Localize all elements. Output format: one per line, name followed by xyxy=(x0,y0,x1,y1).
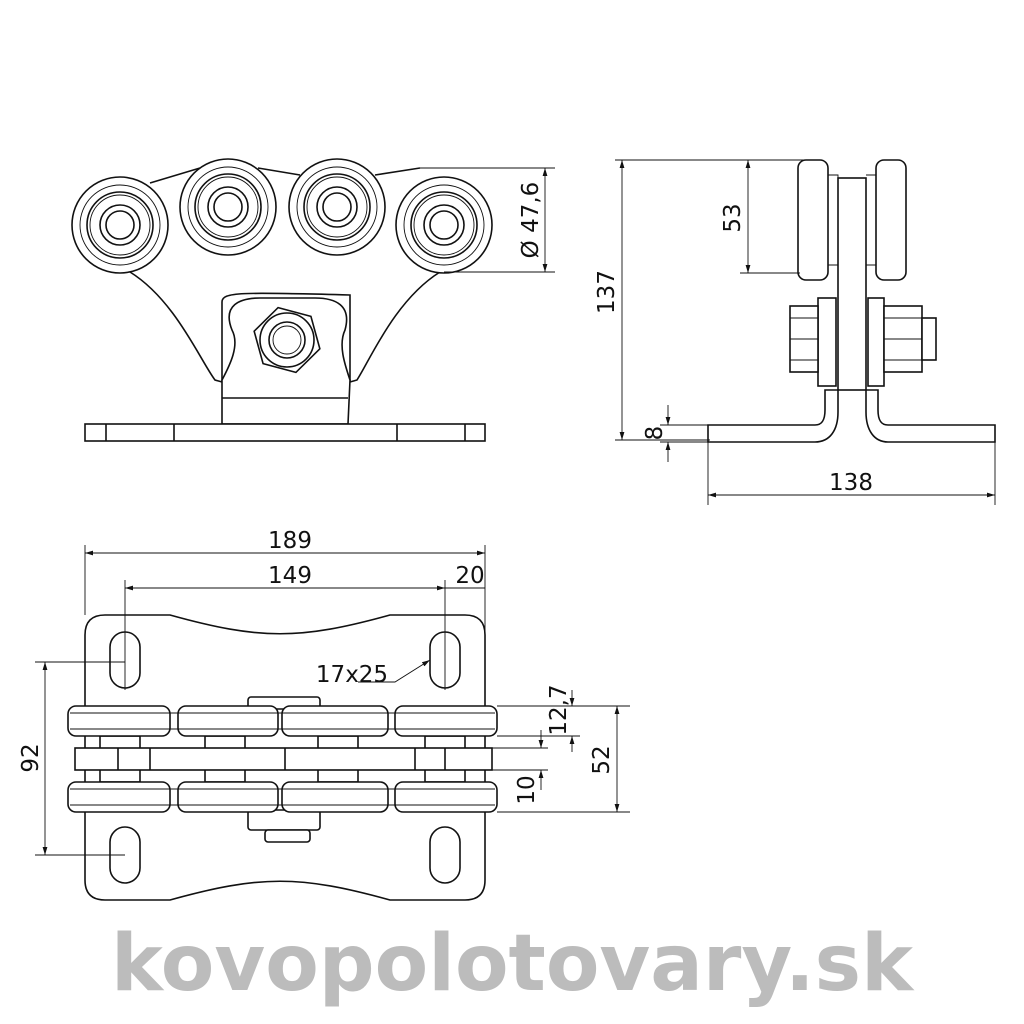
vertical-spacing-dimension: 92 xyxy=(18,743,44,772)
top-view: 189 149 20 92 17x25 12,7 52 10 xyxy=(18,528,630,901)
roller-1 xyxy=(71,176,169,274)
right-foot xyxy=(865,389,996,443)
bolt-end xyxy=(264,829,311,843)
washer-right xyxy=(867,297,885,387)
upper-rollers xyxy=(67,705,498,737)
right-roller xyxy=(875,159,907,281)
height-dimension: 137 xyxy=(594,270,620,314)
center-plate xyxy=(837,177,867,391)
width-dimension: 138 xyxy=(829,470,873,496)
wheel-span-dimension: 52 xyxy=(589,745,615,774)
roller-3 xyxy=(288,158,386,256)
slot-bottom-right xyxy=(429,826,461,884)
left-foot xyxy=(707,389,839,443)
thickness-dimension: 8 xyxy=(642,426,668,441)
roller-2 xyxy=(179,158,277,256)
slot-size-label: 17x25 xyxy=(316,662,388,688)
center-bar xyxy=(74,747,493,771)
watermark: kovopolotovary.sk xyxy=(111,919,915,1009)
side-view: 137 53 8 138 xyxy=(594,159,996,505)
length-dimension: 189 xyxy=(268,528,312,554)
hole-offset-dimension: 20 xyxy=(455,563,484,589)
diameter-dimension: Ø 47,6 xyxy=(518,182,544,259)
wheel-gap-dimension: 10 xyxy=(514,775,540,804)
bracket-body xyxy=(129,271,441,384)
wheel-height-dimension: 53 xyxy=(720,203,746,232)
front-view: Ø 47,6 xyxy=(71,158,555,442)
base-plate xyxy=(84,423,486,442)
roller-4 xyxy=(395,176,493,274)
nut xyxy=(253,306,321,374)
left-roller xyxy=(797,159,829,281)
hole-spacing-dimension: 149 xyxy=(268,563,312,589)
bolt-end xyxy=(921,317,937,361)
lower-rollers xyxy=(67,781,498,813)
wheel-width-dimension: 12,7 xyxy=(546,684,572,735)
washer-left xyxy=(817,297,837,387)
